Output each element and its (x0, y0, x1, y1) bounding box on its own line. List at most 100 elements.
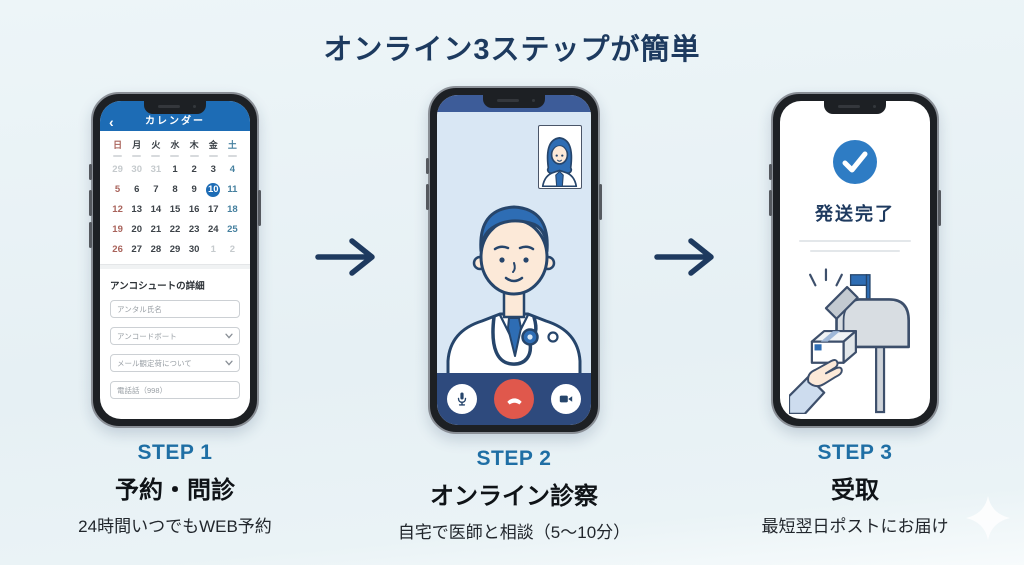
end-call-icon (506, 397, 522, 404)
calendar-day[interactable]: 3 (210, 164, 216, 175)
mailbox-delivery (787, 264, 921, 419)
calendar-day[interactable]: 11 (227, 184, 238, 195)
field-placeholder: メール観定荷について (117, 358, 192, 368)
calendar-day[interactable]: 24 (207, 224, 219, 235)
mic-icon (457, 392, 467, 406)
calendar-day[interactable]: 29 (169, 244, 181, 255)
phone-side-button (89, 164, 92, 180)
camera-icon (559, 395, 573, 403)
calendar-day[interactable]: 30 (188, 244, 200, 255)
calendar-day[interactable]: 23 (188, 224, 200, 235)
calendar-day[interactable]: 1 (210, 244, 216, 255)
calendar-day[interactable]: 6 (134, 184, 140, 195)
phone-notch (144, 101, 206, 114)
calendar-day[interactable]: 21 (150, 224, 162, 235)
calendar-day[interactable]: 9 (191, 184, 197, 195)
chevron-down-icon (225, 333, 233, 339)
weekday-label: 木 (189, 140, 199, 150)
calendar-day[interactable]: 2 (191, 164, 197, 175)
calendar-day[interactable]: 17 (207, 204, 219, 215)
weekday-underline-row (100, 155, 250, 157)
calendar-day[interactable]: 25 (227, 224, 238, 235)
weekday-label: 土 (227, 140, 237, 150)
phone-side-button (89, 222, 92, 248)
step3-column: 発送完了 (705, 92, 1005, 537)
calendar-day[interactable]: 1 (172, 164, 178, 175)
calendar-day[interactable]: 2 (229, 244, 236, 255)
form-field[interactable]: アンタル氏名 (110, 300, 240, 318)
mailbox-illustration (787, 268, 911, 415)
calendar-day[interactable]: 7 (153, 184, 159, 195)
back-icon[interactable]: ‹ (109, 114, 114, 130)
phone-side-button (599, 184, 602, 220)
calendar-day[interactable]: 30 (131, 164, 142, 175)
questionnaire-form: アンコシュートの詳細 アンタル氏名アンコードボートメール観定荷について電話話（9… (100, 269, 250, 399)
speaker-slot (158, 105, 180, 108)
calendar-day[interactable]: 8 (172, 184, 178, 195)
form-field[interactable]: アンコードボート (110, 327, 240, 345)
calendar-day[interactable]: 12 (112, 204, 123, 215)
step1-title: 予約・問診 (114, 477, 235, 504)
phone-side-button (769, 190, 772, 216)
calendar-day[interactable]: 18 (227, 204, 238, 215)
field-placeholder: アンタル氏名 (117, 304, 162, 314)
form-field[interactable]: メール観定荷について (110, 354, 240, 372)
calendar-day[interactable]: 27 (131, 244, 142, 255)
shipping-complete-screen: 発送完了 (780, 101, 930, 419)
form-heading: アンコシュートの詳細 (110, 281, 205, 292)
phone-notch (824, 101, 886, 114)
weekday-underline (170, 155, 180, 157)
phone-side-button (89, 190, 92, 216)
calendar-week-row: 12 13 14 15 16 17 18 (100, 203, 250, 217)
calendar-day[interactable]: 20 (131, 224, 142, 235)
step1-description: 24時間いつでもWEB予約 (78, 517, 272, 536)
weekday-underline (113, 155, 123, 157)
calendar-day[interactable]: 26 (112, 244, 123, 255)
step2-column: STEP 2 オンライン診察 自宅で医師と相談（5〜10分） (364, 86, 664, 543)
calendar-day[interactable]: 13 (131, 204, 142, 215)
camera-toggle-button[interactable] (551, 384, 581, 414)
step1-labels: STEP 1 予約・問診 24時間いつでもWEB予約 (78, 441, 272, 537)
doctor-illustration (446, 205, 582, 373)
phone-side-button (769, 164, 772, 180)
check-icon (833, 140, 877, 184)
calendar-day[interactable]: 10 (206, 183, 221, 197)
calendar-day[interactable]: 4 (229, 164, 236, 175)
phone-step3: 発送完了 (769, 92, 941, 428)
calendar-day[interactable]: 29 (112, 164, 123, 175)
weekday-label: 火 (151, 140, 161, 150)
calendar-day[interactable]: 22 (169, 224, 181, 235)
end-call-button[interactable] (494, 379, 534, 419)
calendar-day[interactable]: 31 (150, 164, 162, 175)
front-camera-dot (532, 99, 535, 102)
step3-title: 受取 (831, 477, 879, 504)
weekday-row: 日月火水木金土 (100, 138, 250, 151)
form-field[interactable]: 電話話（998） (110, 381, 240, 399)
calendar-day[interactable]: 14 (150, 204, 162, 215)
calendar-day[interactable]: 15 (169, 204, 181, 215)
step2-number: STEP 2 (476, 447, 552, 470)
phone-side-button (938, 190, 941, 226)
calendar-day[interactable]: 28 (150, 244, 162, 255)
mute-mic-button[interactable] (447, 384, 477, 414)
section-divider (100, 264, 250, 269)
step3-labels: STEP 3 受取 最短翌日ポストにお届け (762, 441, 949, 537)
skeleton-line (810, 250, 900, 252)
skeleton-line (799, 240, 911, 242)
arrow-right-icon (315, 238, 375, 276)
step1-number: STEP 1 (137, 441, 213, 464)
calendar-week-row: 19 20 21 22 23 24 25 (100, 223, 250, 237)
call-control-bar (437, 373, 591, 425)
video-call-screen (437, 95, 591, 425)
calendar-day[interactable]: 5 (114, 184, 121, 195)
calendar-day[interactable]: 19 (112, 224, 123, 235)
calendar-day[interactable]: 16 (188, 204, 200, 215)
step2-title: オンライン診察 (430, 483, 598, 510)
chevron-down-icon (225, 360, 233, 366)
weekday-label: 金 (208, 140, 218, 150)
self-view-pip (538, 125, 582, 189)
